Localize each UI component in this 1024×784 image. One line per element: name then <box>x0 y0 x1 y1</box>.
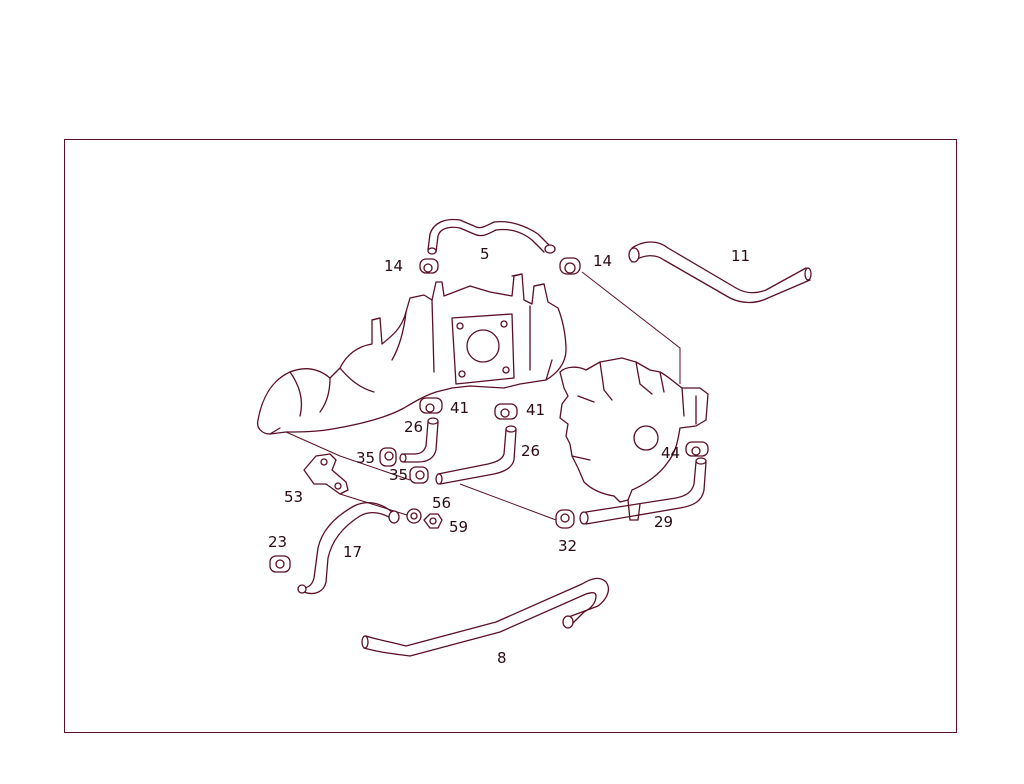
hose-8 <box>361 577 610 657</box>
hose-17 <box>297 501 400 595</box>
callout-11: 11 <box>731 247 750 265</box>
hose-5 <box>427 218 556 255</box>
callout-35-upper: 35 <box>356 449 375 467</box>
callout-17: 17 <box>343 543 362 561</box>
callout-53: 53 <box>284 488 303 506</box>
nut-59 <box>423 513 443 529</box>
callout-5: 5 <box>480 245 490 263</box>
washer-56 <box>406 508 422 524</box>
callout-41-left: 41 <box>450 399 469 417</box>
leader-line <box>581 271 681 384</box>
intake-manifold <box>256 273 567 435</box>
hose-26-short <box>399 417 439 463</box>
callout-56: 56 <box>432 494 451 512</box>
hose-clamp-35-upper <box>379 447 397 467</box>
leader-line <box>459 483 557 521</box>
hose-clamp-41-right <box>494 403 518 420</box>
callout-14-right: 14 <box>593 252 612 270</box>
hose-clamp-14-right <box>559 257 581 275</box>
bracket-53 <box>285 431 411 517</box>
hose-clamp-32 <box>555 509 575 529</box>
hose-clamp-35-lower <box>409 466 429 484</box>
hose-clamp-14-left <box>419 258 439 274</box>
diagram-frame <box>64 139 957 733</box>
throttle-housing <box>559 357 709 521</box>
hose-11 <box>628 241 812 304</box>
callout-44: 44 <box>661 444 680 462</box>
hose-26-long <box>435 425 517 485</box>
callout-29: 29 <box>654 513 673 531</box>
callout-32: 32 <box>558 537 577 555</box>
hose-clamp-44 <box>685 441 709 457</box>
callout-26-left: 26 <box>404 418 423 436</box>
callout-41-right: 41 <box>526 401 545 419</box>
callout-35-lower: 35 <box>389 466 408 484</box>
hose-clamp-23 <box>269 555 291 573</box>
callout-26-right: 26 <box>521 442 540 460</box>
callout-23: 23 <box>268 533 287 551</box>
hose-29 <box>579 457 707 525</box>
callout-8: 8 <box>497 649 507 667</box>
callout-14-left: 14 <box>384 257 403 275</box>
callout-59: 59 <box>449 518 468 536</box>
hose-clamp-41-left <box>419 397 443 414</box>
